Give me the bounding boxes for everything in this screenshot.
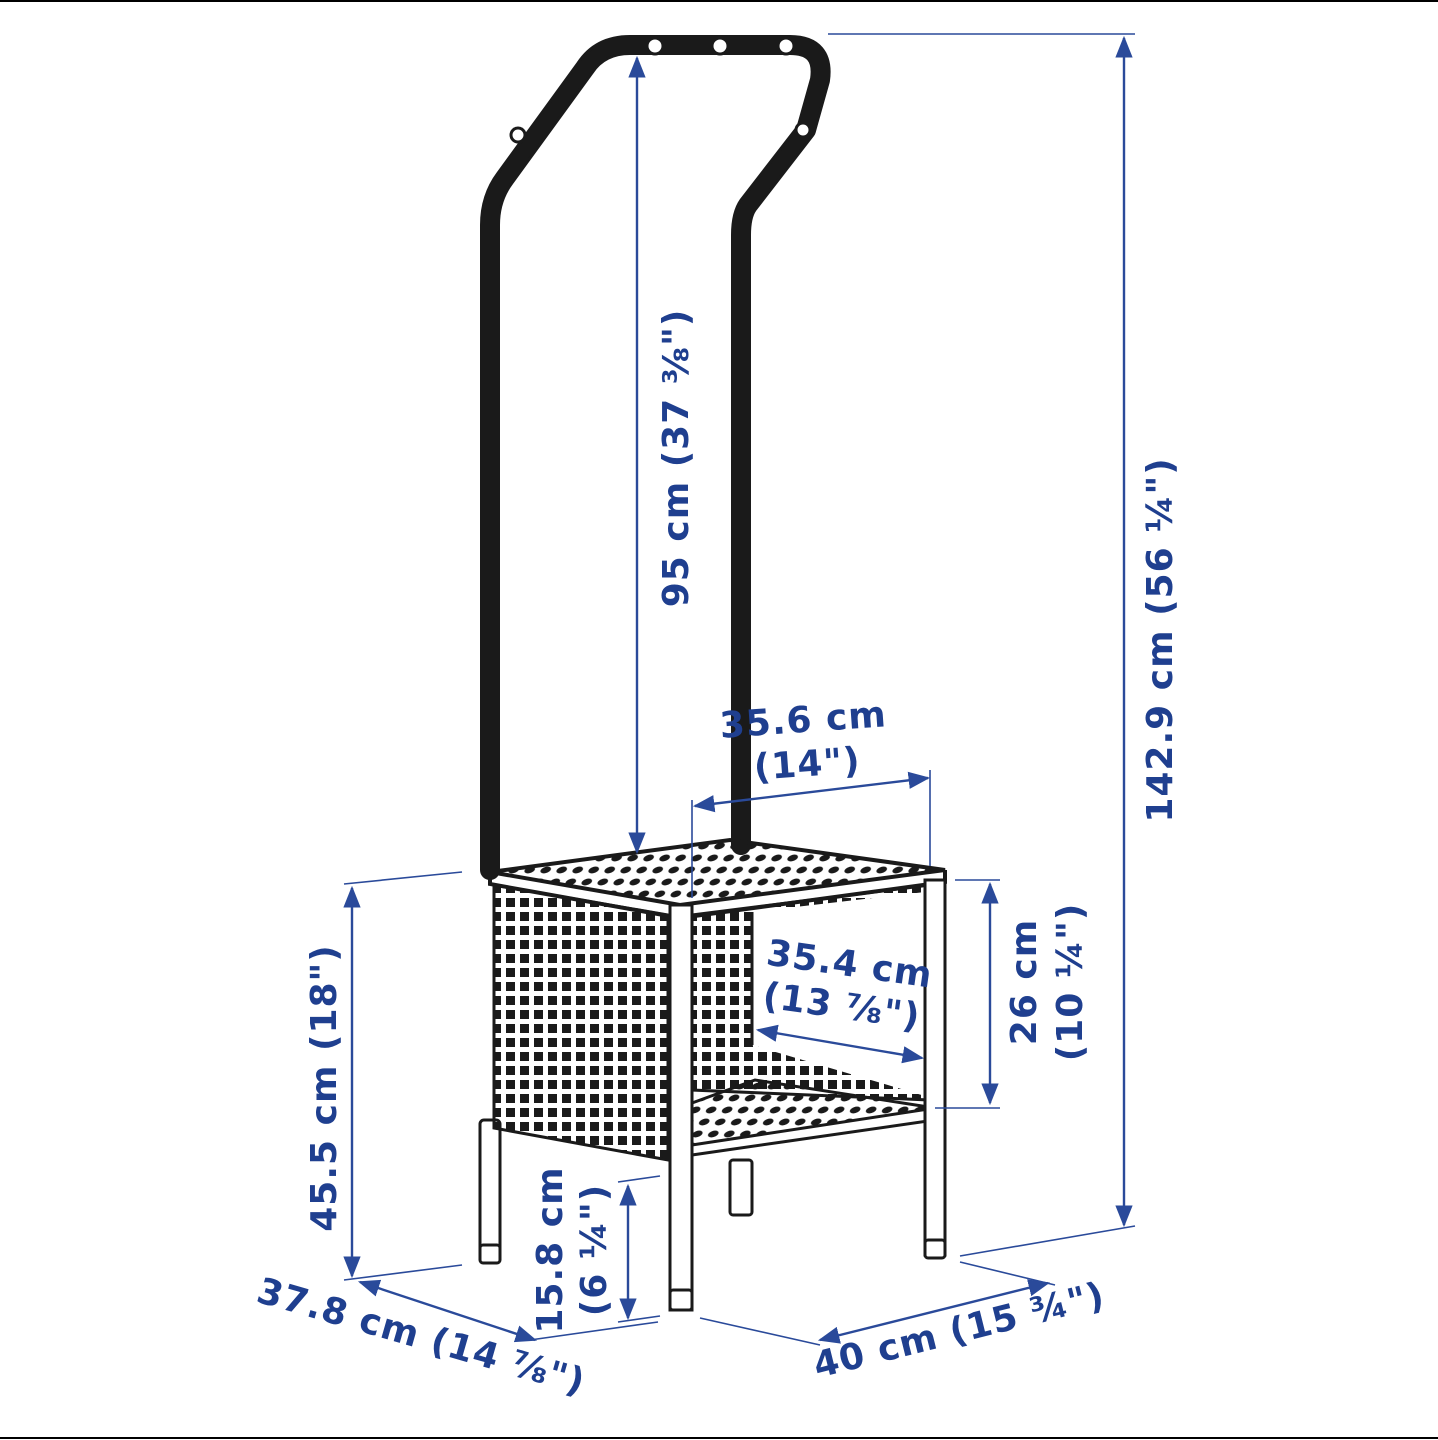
inner-width-line [755,1024,925,1064]
table-height-label: 45.5 cm (18") [304,944,345,1232]
rail-height-label: 95 cm (37 ⅜") [656,309,697,608]
hook [645,36,665,56]
top-width-label-line2: (14") [753,740,862,788]
front-leg [668,903,694,1312]
hook [776,36,796,56]
dimension-lines [343,33,1136,1346]
hook [794,121,812,139]
depth-line [357,1279,538,1343]
width-line [817,1279,1051,1344]
inner-height-label-line2: (10 ¼") [1050,903,1091,1062]
top-width-line [692,771,931,813]
clearance-label-line1: 15.8 cm [530,1166,571,1333]
inner-height-label-line1: 26 cm [1004,919,1045,1045]
clearance-label-line2: (6 ¼") [574,1184,615,1317]
back-leg [728,1158,754,1217]
clothes-rail [478,35,831,1262]
hook [710,36,730,56]
side-panel [492,883,670,1162]
hook [509,126,527,144]
right-leg [923,878,947,1257]
furniture-drawing [478,35,947,1312]
total-height-label: 142.9 cm (56 ¼") [1140,457,1181,822]
